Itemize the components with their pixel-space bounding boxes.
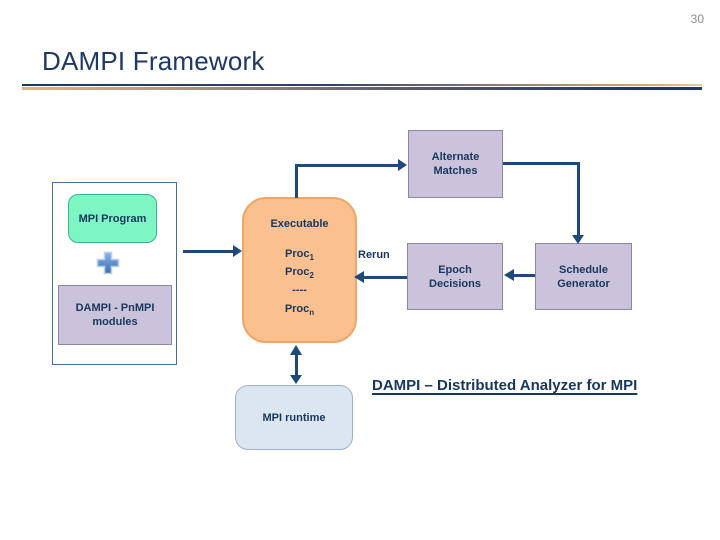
arrow-epoch-to-executable-line [364, 276, 407, 279]
modules-label-line2: modules [92, 316, 138, 328]
mpi-program-label: MPI Program [78, 212, 147, 225]
arrow-schedule-to-epoch-line [514, 274, 535, 277]
alternate-matches-line1: Alternate [431, 151, 480, 163]
title-divider-top [22, 84, 702, 86]
arrow-alternate-to-schedule-hline [503, 162, 580, 165]
arrow-runtime-executable-up-head [290, 345, 302, 355]
arrow-program-to-executable-head [233, 245, 242, 257]
alternate-matches-line2: Matches [433, 165, 478, 177]
modules-label-line1: DAMPI - PnMPI [75, 302, 155, 314]
page-title: DAMPI Framework [42, 46, 265, 76]
arrow-alternate-to-schedule-vline [577, 162, 580, 236]
arrow-alternate-to-schedule-head [572, 235, 584, 244]
arrow-epoch-to-executable-head [354, 271, 364, 283]
proc-2: Proc2 [285, 266, 314, 281]
arrow-schedule-to-epoch-head [504, 269, 514, 281]
plus-icon [95, 250, 121, 276]
arrow-runtime-executable-down-head [290, 375, 302, 384]
dampi-pnmpi-modules-box: DAMPI - PnMPI modules [58, 285, 172, 345]
proc-ellipsis: ---- [292, 284, 307, 297]
epoch-decisions-line2: Decisions [429, 277, 481, 290]
arrow-executable-to-alternate-head [398, 159, 407, 171]
mpi-program-box: MPI Program [68, 194, 157, 243]
slide-number: 30 [690, 12, 704, 26]
executable-box: Executable Proc1 Proc2 ---- Procn [242, 197, 357, 343]
arrow-executable-to-alternate-hline [295, 164, 399, 167]
proc-1: Proc1 [285, 248, 314, 263]
mpi-runtime-label: MPI runtime [262, 411, 326, 424]
epoch-decisions-box: Epoch Decisions [407, 243, 503, 310]
epoch-decisions-line1: Epoch [438, 263, 472, 276]
proc-n: Procn [284, 302, 315, 317]
schedule-generator-box: Schedule Generator [535, 243, 632, 310]
schedule-generator-line2: Generator [557, 277, 610, 290]
alternate-matches-box: Alternate Matches [408, 130, 503, 198]
arrow-executable-to-alternate-vline [295, 164, 298, 198]
dampi-caption: DAMPI – Distributed Analyzer for MPI [372, 377, 638, 394]
rerun-label: Rerun [358, 249, 390, 261]
schedule-generator-line1: Schedule [559, 263, 608, 276]
arrow-program-to-executable-line [183, 250, 234, 253]
mpi-runtime-box: MPI runtime [235, 385, 353, 450]
title-divider-bottom [22, 87, 702, 90]
arrow-runtime-executable-line [295, 353, 298, 377]
executable-label: Executable [270, 218, 329, 230]
